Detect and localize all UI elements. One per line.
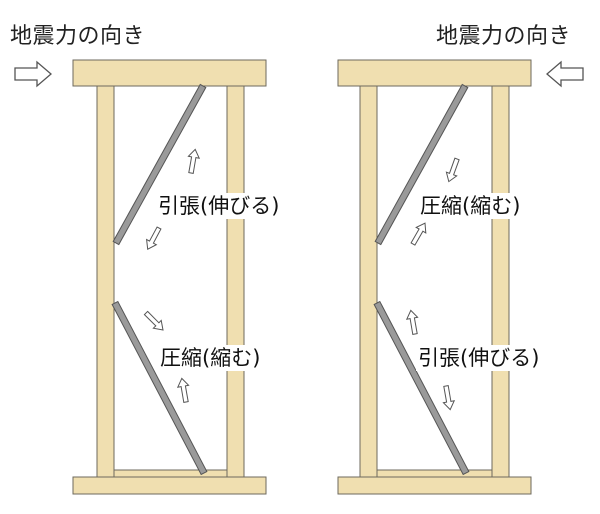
left-upper-brace-label: 引張(伸びる) bbox=[156, 193, 282, 219]
right-compression-arrow-down-icon bbox=[445, 157, 460, 183]
right-upper-brace bbox=[374, 83, 469, 246]
right-compression-arrow-up-icon bbox=[410, 222, 427, 246]
right-force-direction-title: 地震力の向き bbox=[436, 24, 572, 49]
right-upper-brace-label: 圧縮(縮む) bbox=[418, 193, 523, 219]
right-tension-arrow-down-icon bbox=[442, 385, 456, 411]
right-post-right bbox=[491, 83, 510, 480]
right-force-arrow-icon bbox=[546, 60, 584, 88]
left-lower-brace-label: 圧縮(縮む) bbox=[158, 345, 263, 371]
left-upper-brace bbox=[112, 83, 207, 246]
left-force-direction-title: 地震力の向き bbox=[10, 24, 146, 49]
right-lower-brace-label: 引張(伸びる) bbox=[416, 345, 542, 371]
right-lower-brace bbox=[373, 300, 470, 476]
right-bottom-base bbox=[337, 476, 532, 495]
right-tension-arrow-up-icon bbox=[405, 309, 419, 335]
left-bottom-base bbox=[72, 476, 267, 495]
left-compression-arrow-down-icon bbox=[143, 310, 164, 331]
left-top-beam bbox=[72, 59, 267, 87]
left-tension-arrow-down-icon bbox=[145, 226, 162, 250]
right-post-left bbox=[359, 83, 378, 480]
left-compression-arrow-up-icon bbox=[176, 377, 190, 403]
left-lower-brace bbox=[111, 300, 208, 476]
left-post-right bbox=[226, 83, 245, 480]
left-force-arrow-icon bbox=[14, 60, 52, 88]
left-post-left bbox=[96, 83, 115, 480]
right-top-beam bbox=[337, 59, 532, 87]
left-tension-arrow-up-icon bbox=[187, 148, 201, 174]
